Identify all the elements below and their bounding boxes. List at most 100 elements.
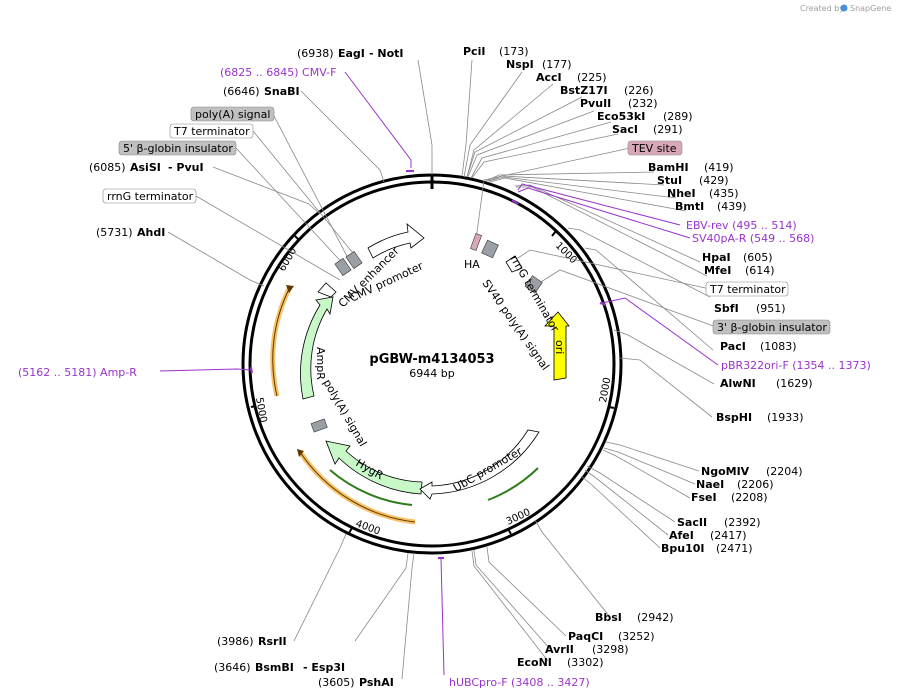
primer-hubcpro-f-label[interactable]: hUBCpro-F (3408 .. 3427): [449, 676, 590, 689]
site-econi[interactable]: EcoNI: [517, 656, 552, 669]
site-sbfi-pos: (951): [756, 302, 786, 315]
site-fsei-pos: (2208): [731, 491, 768, 504]
site-asisi-extra: - PvuI: [168, 161, 204, 174]
site-bsphi[interactable]: BspHI: [716, 411, 752, 424]
site-paci-pos: (1083): [760, 340, 797, 353]
site-nspi[interactable]: NspI: [506, 58, 534, 71]
site-naei-pos: (2206): [737, 478, 774, 491]
site-pvuii-pos: (232): [628, 97, 658, 110]
polya-inner-box: [310, 418, 328, 433]
ha-label: HA: [464, 258, 480, 271]
rrng-left-box-label[interactable]: rrnG terminator: [107, 190, 194, 203]
boxed-feature-labels: poly(A) signal T7 terminator 5' β-globin…: [102, 106, 831, 335]
primer-pbr322-label[interactable]: pBR322ori-F (1354 .. 1373): [721, 359, 871, 372]
site-hpai[interactable]: HpaI: [702, 251, 731, 264]
cmv-promoter-arrow[interactable]: [367, 223, 425, 259]
ori-arrow[interactable]: [544, 311, 570, 381]
primer-ebv-rev-label[interactable]: EBV-rev (495 .. 514): [686, 219, 797, 232]
ampr-label: AmpR: [314, 347, 327, 380]
t7-right-box: [524, 275, 543, 294]
site-bstz17i[interactable]: BstZ17I: [560, 84, 608, 97]
ampr-orf-arc: [270, 285, 293, 397]
site-avrii[interactable]: AvrII: [545, 643, 574, 656]
site-saci[interactable]: SacI: [612, 123, 638, 136]
site-ngomiv[interactable]: NgoMIV: [701, 465, 750, 478]
site-snabi-pos: (6646): [223, 85, 260, 98]
plasmid-name: pGBW-m4134053: [369, 352, 494, 367]
t7-right-box-label[interactable]: T7 terminator: [709, 283, 786, 296]
site-nhei[interactable]: NheI: [667, 187, 696, 200]
site-asisi[interactable]: AsiSI: [130, 161, 161, 174]
site-bpu10i[interactable]: Bpu10I: [661, 542, 705, 555]
site-mfei[interactable]: MfeI: [704, 264, 731, 277]
site-stui[interactable]: StuI: [657, 174, 682, 187]
sv40-arrow[interactable]: [505, 255, 523, 273]
site-fsei[interactable]: FseI: [691, 491, 717, 504]
site-sacii-pos: (2392): [724, 516, 761, 529]
site-paci[interactable]: PacI: [720, 340, 746, 353]
tick-marks: [250, 230, 615, 535]
site-naei[interactable]: NaeI: [696, 478, 724, 491]
site-bbsi[interactable]: BbsI: [595, 611, 622, 624]
site-bsmbi-extra: - Esp3I: [303, 661, 345, 674]
site-nhei-pos: (435): [709, 187, 739, 200]
site-acci-pos: (225): [577, 71, 607, 84]
site-eagi[interactable]: EagI: [338, 47, 365, 60]
site-snabi[interactable]: SnaBI: [264, 85, 300, 98]
site-afei[interactable]: AfeI: [669, 529, 694, 542]
enzyme-site-labels: (6938) EagI - NotI PciI (173) NspI (177)…: [89, 45, 813, 689]
hygr-green-arc: [329, 469, 413, 506]
tev-box-label[interactable]: TEV site: [631, 142, 677, 155]
site-sbfi[interactable]: SbfI: [714, 302, 739, 315]
ampr-orf-arrowhead: [286, 285, 294, 293]
plasmid-size: 6944 bp: [409, 367, 454, 380]
site-bsphi-pos: (1933): [767, 411, 804, 424]
site-rsrii[interactable]: RsrII: [258, 635, 287, 648]
ubc-promoter-arrow[interactable]: [419, 429, 540, 500]
tick-label-1000: 1000: [553, 240, 579, 266]
hygr-orf-line: [299, 451, 416, 523]
site-sacii[interactable]: SacII: [677, 516, 707, 529]
site-eagi-pos: (6938): [297, 47, 334, 60]
primer-sv40pa-r-label[interactable]: SV40pA-R (549 .. 568): [692, 232, 814, 245]
feature-leader-lines: [195, 113, 717, 328]
site-paqci[interactable]: PaqCI: [568, 630, 603, 643]
primer-cmv-f-label[interactable]: (6825 .. 6845) CMV-F: [220, 66, 336, 79]
site-econi-pos: (3302): [567, 656, 604, 669]
globin-right-box-label[interactable]: 3' β-globin insulator: [717, 321, 827, 334]
site-bsmbi[interactable]: BsmBI: [255, 661, 294, 674]
site-bamhi[interactable]: BamHI: [648, 161, 689, 174]
site-bpu10i-pos: (2471): [716, 542, 753, 555]
site-pvuii[interactable]: PvuII: [580, 97, 611, 110]
site-bmti[interactable]: BmtI: [675, 200, 704, 213]
ampr-orf-line: [272, 286, 291, 397]
site-alwni[interactable]: AlwNI: [720, 377, 756, 390]
polya-box-label[interactable]: poly(A) signal: [195, 108, 270, 121]
t7-left-box-label[interactable]: T7 terminator: [173, 125, 250, 138]
site-ahdi[interactable]: AhdI: [137, 226, 165, 239]
tick-label-5000: 5000: [253, 397, 268, 424]
site-pshai[interactable]: PshAI: [359, 676, 394, 689]
site-eagi-extra: - NotI: [369, 47, 404, 60]
site-eco53ki[interactable]: Eco53kI: [597, 110, 645, 123]
site-eco53ki-pos: (289): [663, 110, 693, 123]
site-bsmbi-pos: (3646): [214, 661, 251, 674]
credit-brand: SnapGene: [850, 4, 891, 13]
cmv-enhancer-arrow[interactable]: [317, 282, 337, 298]
t7-left-box: [345, 250, 363, 270]
tick-label-2000: 2000: [598, 377, 613, 404]
ampr-arrow[interactable]: [300, 296, 334, 400]
site-bmti-pos: (439): [717, 200, 747, 213]
site-acci[interactable]: AccI: [536, 71, 562, 84]
site-nspi-pos: (177): [542, 58, 572, 71]
hygr-arrow[interactable]: [325, 440, 423, 495]
ori-label: ori: [553, 340, 566, 354]
primer-amp-r-label[interactable]: (5162 .. 5181) Amp-R: [18, 366, 137, 379]
site-mfei-pos: (614): [745, 264, 775, 277]
site-pcii[interactable]: PciI: [463, 45, 485, 58]
site-bamhi-pos: (419): [704, 161, 734, 174]
site-afei-pos: (2417): [710, 529, 747, 542]
credit-text: Created by: [800, 4, 844, 13]
globin-left-box-label[interactable]: 5' β-globin insulator: [123, 142, 233, 155]
